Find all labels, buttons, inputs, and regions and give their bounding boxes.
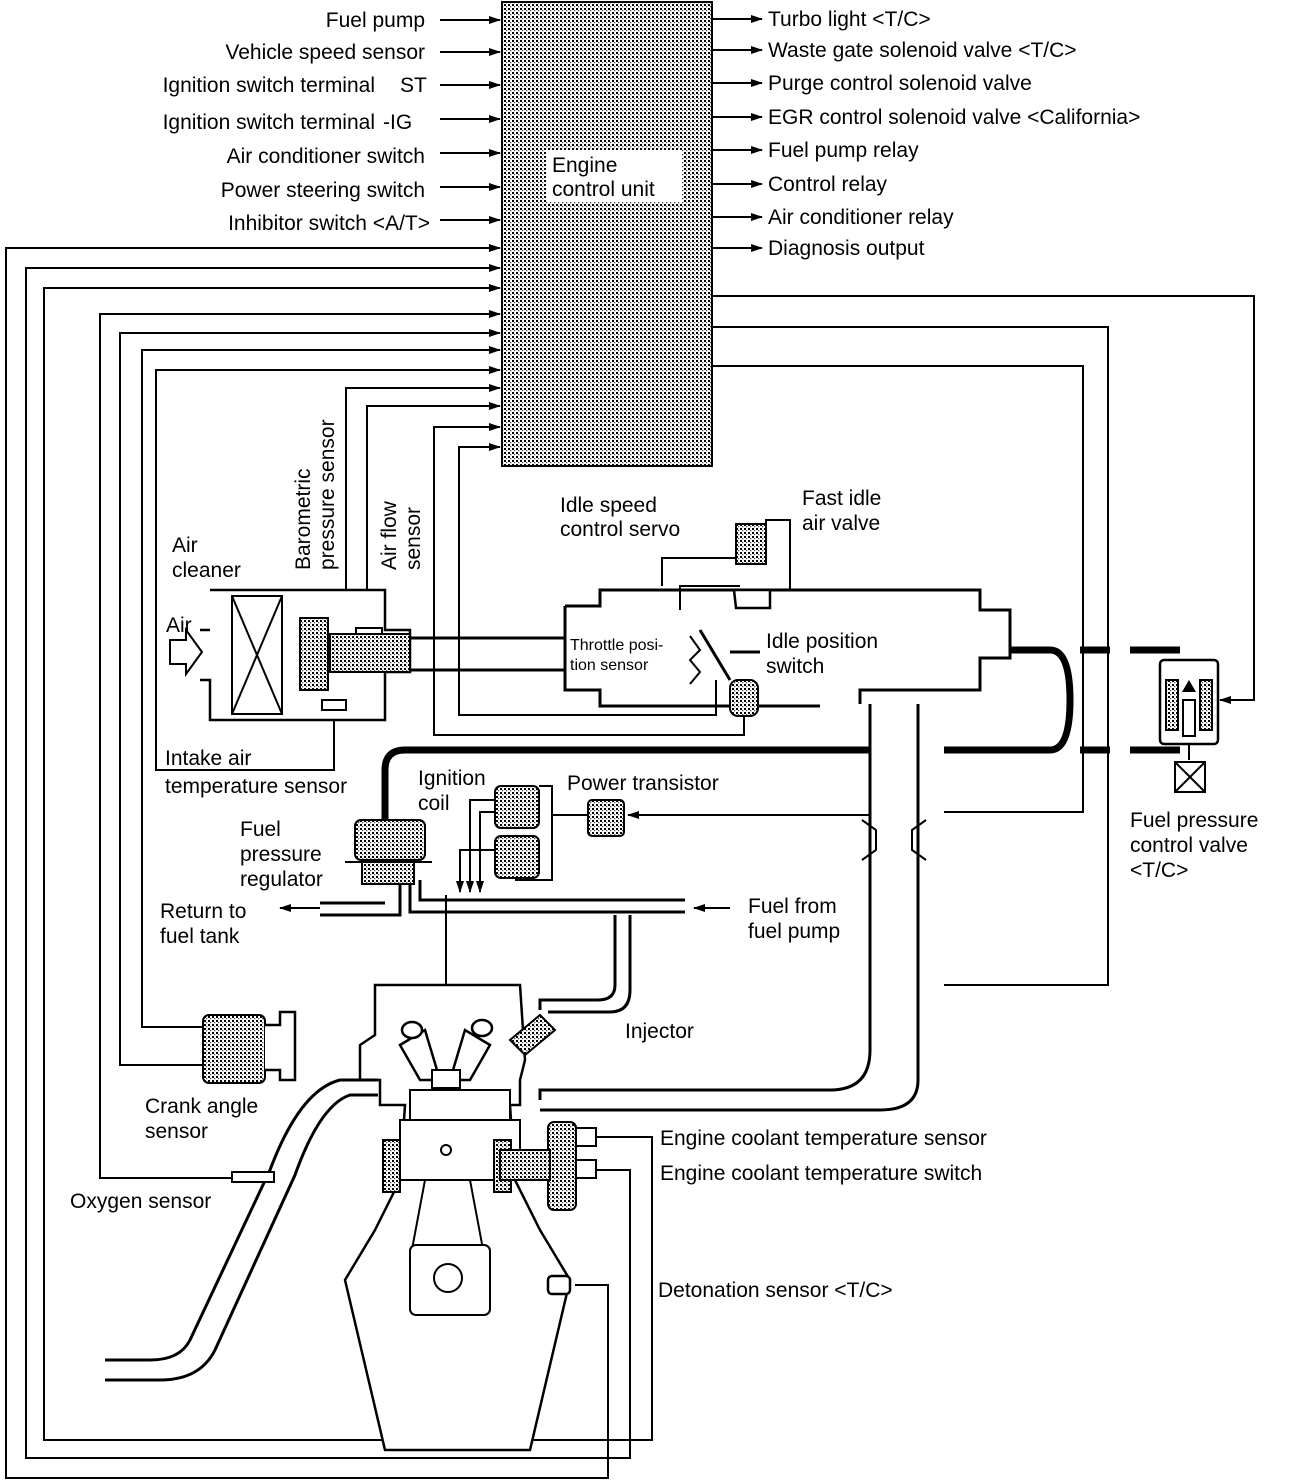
output-label: Control relay	[768, 173, 888, 196]
output-label: Waste gate solenoid valve <T/C>	[768, 39, 1077, 62]
fuel-from-pump-label: fuel pump	[748, 920, 840, 943]
crank-angle-label: Crank angle	[145, 1095, 258, 1118]
detonation-label: Detonation sensor <T/C>	[658, 1279, 893, 1302]
ecu-label-line2: control unit	[552, 178, 655, 201]
ecu-label-line1: Engine	[552, 154, 617, 177]
ecu-outputs: Turbo light <T/C> Waste gate solenoid va…	[768, 8, 1140, 260]
fuel-pressure-control-valve: Fuel pressure control valve <T/C>	[1130, 658, 1258, 882]
ecu-inputs: Fuel pump Vehicle speed sensor Ignition …	[163, 9, 430, 235]
barometric-label: Barometric	[292, 468, 315, 570]
fast-idle-label: Fast idle	[802, 487, 881, 510]
throttle-label: Throttle posi-	[570, 637, 663, 654]
ignition-system: Ignition coil Power transistor	[418, 767, 870, 1050]
sensor-input-wires	[5, 244, 745, 1479]
input-suffix-st: ST	[400, 74, 427, 97]
engine-control-unit: Engine control unit	[501, 1, 713, 467]
input-label: Fuel pump	[326, 9, 425, 32]
fast-idle-label: air valve	[802, 512, 880, 535]
idle-position-label: Idle position	[766, 630, 878, 653]
ecu-input-arrows	[440, 16, 501, 224]
input-label: Power steering switch	[221, 179, 425, 202]
fuel-regulator-label: Fuel	[240, 818, 281, 841]
fuel-regulator-label: regulator	[240, 868, 323, 891]
input-label: Air conditioner switch	[227, 145, 425, 168]
output-label: EGR control solenoid valve <California>	[768, 106, 1140, 129]
input-label: Inhibitor switch <A/T>	[228, 212, 430, 235]
air-label: Air	[166, 614, 192, 637]
throttle-body: Throttle posi- tion sensor	[570, 629, 760, 717]
intake-manifold	[538, 704, 927, 1112]
ignition-coil-label: coil	[418, 792, 450, 815]
fuel-pressure-valve-label: control valve	[1130, 834, 1248, 857]
coolant-sensor-label: Engine coolant temperature sensor	[660, 1127, 987, 1150]
barometric-label: pressure sensor	[316, 419, 339, 570]
ignition-coil-label: Ignition	[418, 767, 486, 790]
output-label: Air conditioner relay	[768, 206, 954, 229]
intake-duct	[329, 588, 1012, 708]
fuel-pressure-valve-label: Fuel pressure	[1130, 809, 1258, 832]
engine-block	[343, 983, 572, 1452]
fuel-pressure-regulator: Fuel pressure regulator Return to fuel t…	[160, 818, 840, 948]
idle-speed-control-servo: Idle speed control servo Fast idle air v…	[560, 487, 881, 678]
return-tank-label: fuel tank	[160, 925, 240, 948]
throttle-label: tion sensor	[570, 657, 649, 674]
idle-speed-label: control servo	[560, 518, 680, 541]
ecu-output-arrows	[712, 15, 763, 252]
fuel-regulator-label: pressure	[240, 843, 322, 866]
crank-angle-sensor: Crank angle sensor	[145, 1010, 297, 1143]
fuel-from-pump-label: Fuel from	[748, 895, 837, 918]
injector: Injector	[508, 1013, 694, 1057]
fuel-lines	[279, 646, 1180, 1014]
idle-speed-label: Idle speed	[560, 494, 657, 517]
air-flow-label: Air flow	[378, 500, 401, 570]
fuel-pressure-valve-label: <T/C>	[1130, 859, 1188, 882]
air-flow-label: sensor	[402, 507, 425, 570]
output-label: Fuel pump relay	[768, 139, 919, 162]
intake-air-label: temperature sensor	[165, 775, 347, 798]
input-suffix-ig: -IG	[383, 111, 412, 134]
return-tank-label: Return to	[160, 900, 246, 923]
air-cleaner-label: Air	[172, 534, 198, 557]
intake-air-label: Intake air	[165, 747, 251, 770]
power-transistor-label: Power transistor	[567, 772, 719, 795]
exhaust-manifold	[105, 1078, 378, 1382]
output-label: Diagnosis output	[768, 237, 925, 260]
idle-position-label: switch	[766, 655, 824, 678]
ecu-output-wires	[712, 295, 1255, 986]
air-cleaner: Air Air cleaner	[166, 534, 412, 722]
injector-label: Injector	[625, 1020, 694, 1043]
crank-angle-label: sensor	[145, 1120, 208, 1143]
air-cleaner-label: cleaner	[172, 559, 241, 582]
input-label: Ignition switch terminal	[163, 111, 375, 134]
detonation-sensor: Detonation sensor <T/C>	[546, 1274, 893, 1302]
coolant-switch-label: Engine coolant temperature switch	[660, 1162, 982, 1185]
output-label: Purge control solenoid valve	[768, 72, 1032, 95]
input-label: Ignition switch terminal	[163, 74, 375, 97]
input-label: Vehicle speed sensor	[225, 41, 425, 64]
oxygen-sensor-label: Oxygen sensor	[70, 1190, 211, 1213]
coolant-sensors: Engine coolant temperature sensor Engine…	[499, 1121, 987, 1211]
output-label: Turbo light <T/C>	[768, 8, 931, 31]
